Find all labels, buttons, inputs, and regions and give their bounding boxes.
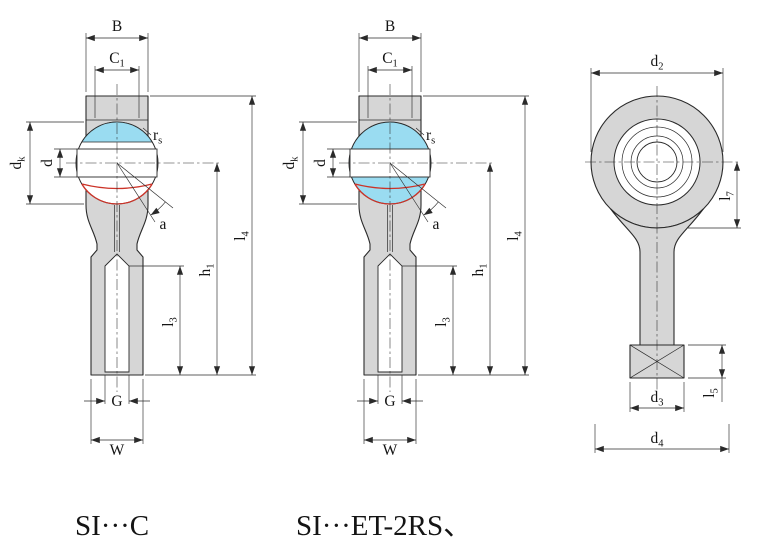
dim-label-rs: rs	[153, 127, 162, 147]
centerlines	[66, 84, 222, 392]
dim-label-rs: rs	[426, 127, 435, 147]
dimensions: B C1 rs dk d a l4 h1	[281, 18, 529, 459]
dim-label-w: W	[383, 442, 398, 459]
dim-label-d3: d3	[651, 389, 664, 409]
dim-label-a: a	[160, 216, 167, 233]
dim-label-l4: l4	[505, 230, 525, 240]
dim-label-d: d	[312, 159, 329, 167]
drawing-front-view: d2 l7 l5 d3 d4	[585, 53, 741, 453]
dim-label-d2: d2	[651, 53, 664, 73]
dim-label-d: d	[39, 159, 56, 167]
dimensions: B C1 rs dk d a	[8, 18, 256, 459]
dim-label-c1: C1	[382, 50, 398, 70]
drawing-si-et-2rs: B C1 rs dk d a l4 h1	[281, 18, 529, 459]
dim-label-l4: l4	[232, 230, 252, 240]
drawing-si-c: B C1 rs dk d a	[8, 18, 256, 459]
dim-label-l7: l7	[717, 191, 737, 201]
dim-label-d4: d4	[651, 430, 665, 450]
centerlines	[339, 84, 495, 392]
dim-label-a: a	[433, 216, 440, 233]
dim-label-l3: l3	[433, 317, 453, 327]
dim-label-b: B	[385, 18, 395, 35]
dim-label-b: B	[112, 18, 122, 35]
dim-label-w: W	[110, 442, 125, 459]
caption-si-c: SI···C	[75, 510, 149, 542]
dim-label-dk: dk	[8, 156, 28, 170]
dim-label-l5: l5	[701, 388, 721, 398]
dimensions: d2 l7 l5 d3 d4	[590, 53, 741, 453]
dim-label-c1: C1	[109, 50, 125, 70]
dim-label-h1: h1	[470, 264, 490, 277]
part-geometry	[75, 95, 159, 376]
dim-label-g: G	[111, 393, 122, 410]
dim-label-l3: l3	[160, 317, 180, 327]
centerlines	[585, 86, 741, 392]
dim-label-g: G	[384, 393, 395, 410]
dim-label-h1: h1	[197, 264, 217, 277]
caption-si-et-2rs: SI···ET-2RS、	[296, 510, 472, 542]
dim-label-dk: dk	[281, 156, 301, 170]
